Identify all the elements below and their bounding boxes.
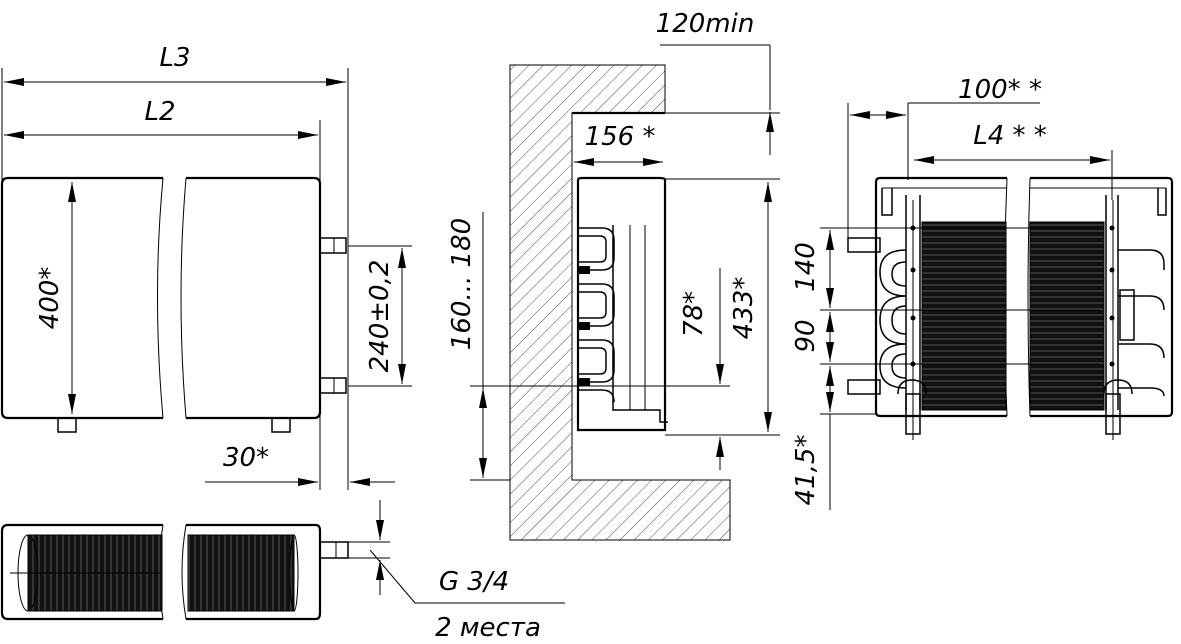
dim-100: 100* *	[958, 75, 1042, 105]
dim-l4: L4 * *	[973, 121, 1047, 151]
dim-41-5: 41,5*	[791, 435, 821, 506]
dim-thread: G 3/4	[439, 567, 509, 597]
dim-depth-156: 156 *	[585, 122, 656, 152]
dim-90: 90	[791, 319, 821, 352]
side-tubes-left	[879, 225, 916, 389]
section-tubes	[578, 227, 615, 403]
dim-offset-30: 30*	[223, 443, 269, 473]
dim-140: 140	[791, 242, 821, 292]
dim-l2: L2	[144, 97, 175, 127]
dim-min-120: 120min	[656, 9, 755, 39]
side-view: 100* * L4 * *	[791, 75, 1174, 510]
dim-433: 433*	[729, 277, 759, 340]
dim-height-400: 400*	[35, 267, 65, 330]
front-view: L3 L2 400* 240±0,2 30*	[0, 43, 412, 490]
dim-places: 2 места	[435, 613, 541, 643]
dim-l3: L3	[159, 43, 190, 73]
top-view: G 3/4 2 места	[0, 500, 565, 643]
dim-range-160-180: 160... 180	[447, 218, 477, 350]
dim-pipe-spacing: 240±0,2	[365, 260, 395, 373]
section-view: 120min 156 * 433* 78* 160... 180	[447, 9, 780, 541]
dim-78: 78*	[679, 291, 709, 337]
